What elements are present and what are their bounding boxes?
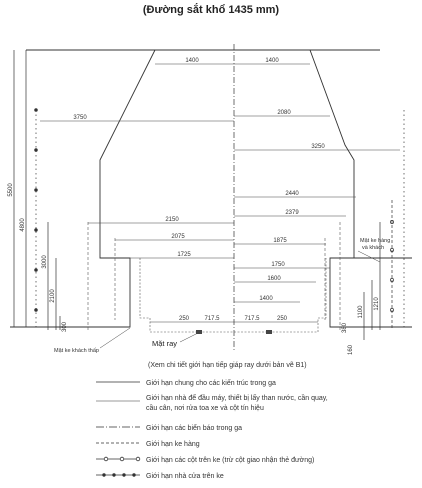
dim-160: 160 <box>348 344 354 355</box>
page-title: (Đường sắt khổ 1435 mm) <box>142 4 280 16</box>
horizontal-dimension-lines <box>40 63 400 323</box>
dim-1600: 1600 <box>267 276 281 282</box>
dim-3250: 3250 <box>311 144 325 150</box>
legend-item-3-line1: Giới hạn các biển báo trong ga <box>146 424 242 432</box>
dim-2150: 2150 <box>165 217 179 223</box>
reference-note: (Xem chi tiết giới hạn tiếp giáp ray dướ… <box>148 360 307 369</box>
dim-380: 380 <box>342 322 348 333</box>
dim-1750: 1750 <box>271 262 285 268</box>
dim-3000: 3000 <box>42 255 48 269</box>
dim-717-right: 717.5 <box>244 316 260 322</box>
dim-2075: 2075 <box>171 234 185 240</box>
dim-2100: 2100 <box>50 289 56 303</box>
label-low-platform: Mặt ke khách thấp <box>54 348 99 354</box>
label-rail-top: Mặt ray <box>152 339 177 348</box>
legend <box>96 381 141 477</box>
dim-1400-low: 1400 <box>259 296 273 302</box>
legend-texts: Giới hạn chung cho các kiến trúc trong g… <box>146 378 328 480</box>
dim-5500: 5500 <box>8 183 14 197</box>
outline-general-clearance <box>10 49 412 328</box>
dimension-values: 1400 1400 3750 2080 3250 2440 2379 2150 … <box>8 58 380 355</box>
dim-250-left: 250 <box>179 316 190 322</box>
right-dimension-lines <box>363 110 405 340</box>
left-dimension-lines <box>13 50 61 330</box>
dim-1400-right: 1400 <box>265 58 279 64</box>
dim-1875: 1875 <box>273 238 287 244</box>
legend-item-6-line1: Giới hạn nhà cửa trên ke <box>146 472 224 480</box>
label-high-platform-1: Mặt ke hàng <box>360 238 390 244</box>
dim-250-right: 250 <box>277 316 288 322</box>
dim-717-left: 717.5 <box>204 316 220 322</box>
dim-3750: 3750 <box>73 115 87 121</box>
legend-item-4-line1: Giới hạn ke hàng <box>146 441 200 448</box>
legend-item-1-line1: Giới hạn chung cho các kiến trúc trong g… <box>146 378 276 387</box>
dim-1100: 1100 <box>358 305 364 319</box>
legend-item-5-line1: Giới hạn các cột trên ke (trừ cột giao n… <box>146 457 314 464</box>
label-high-platform-2: và khách <box>362 245 384 251</box>
dim-2440: 2440 <box>285 191 299 197</box>
legend-item-2-line2: cầu cân, nơi rửa toa xe và cột tín hiệu <box>146 403 264 412</box>
dim-2379: 2379 <box>285 210 299 216</box>
legend-item-2-line1: Giới hạn nhà để đầu máy, thiết bị lấy th… <box>146 393 328 402</box>
dim-1400-left: 1400 <box>185 58 199 64</box>
dim-2080: 2080 <box>277 110 291 116</box>
dim-1210: 1210 <box>374 297 380 311</box>
dim-1725: 1725 <box>177 252 191 258</box>
rails <box>196 330 272 334</box>
dim-4800: 4800 <box>20 218 26 232</box>
dim-300: 300 <box>62 321 68 332</box>
